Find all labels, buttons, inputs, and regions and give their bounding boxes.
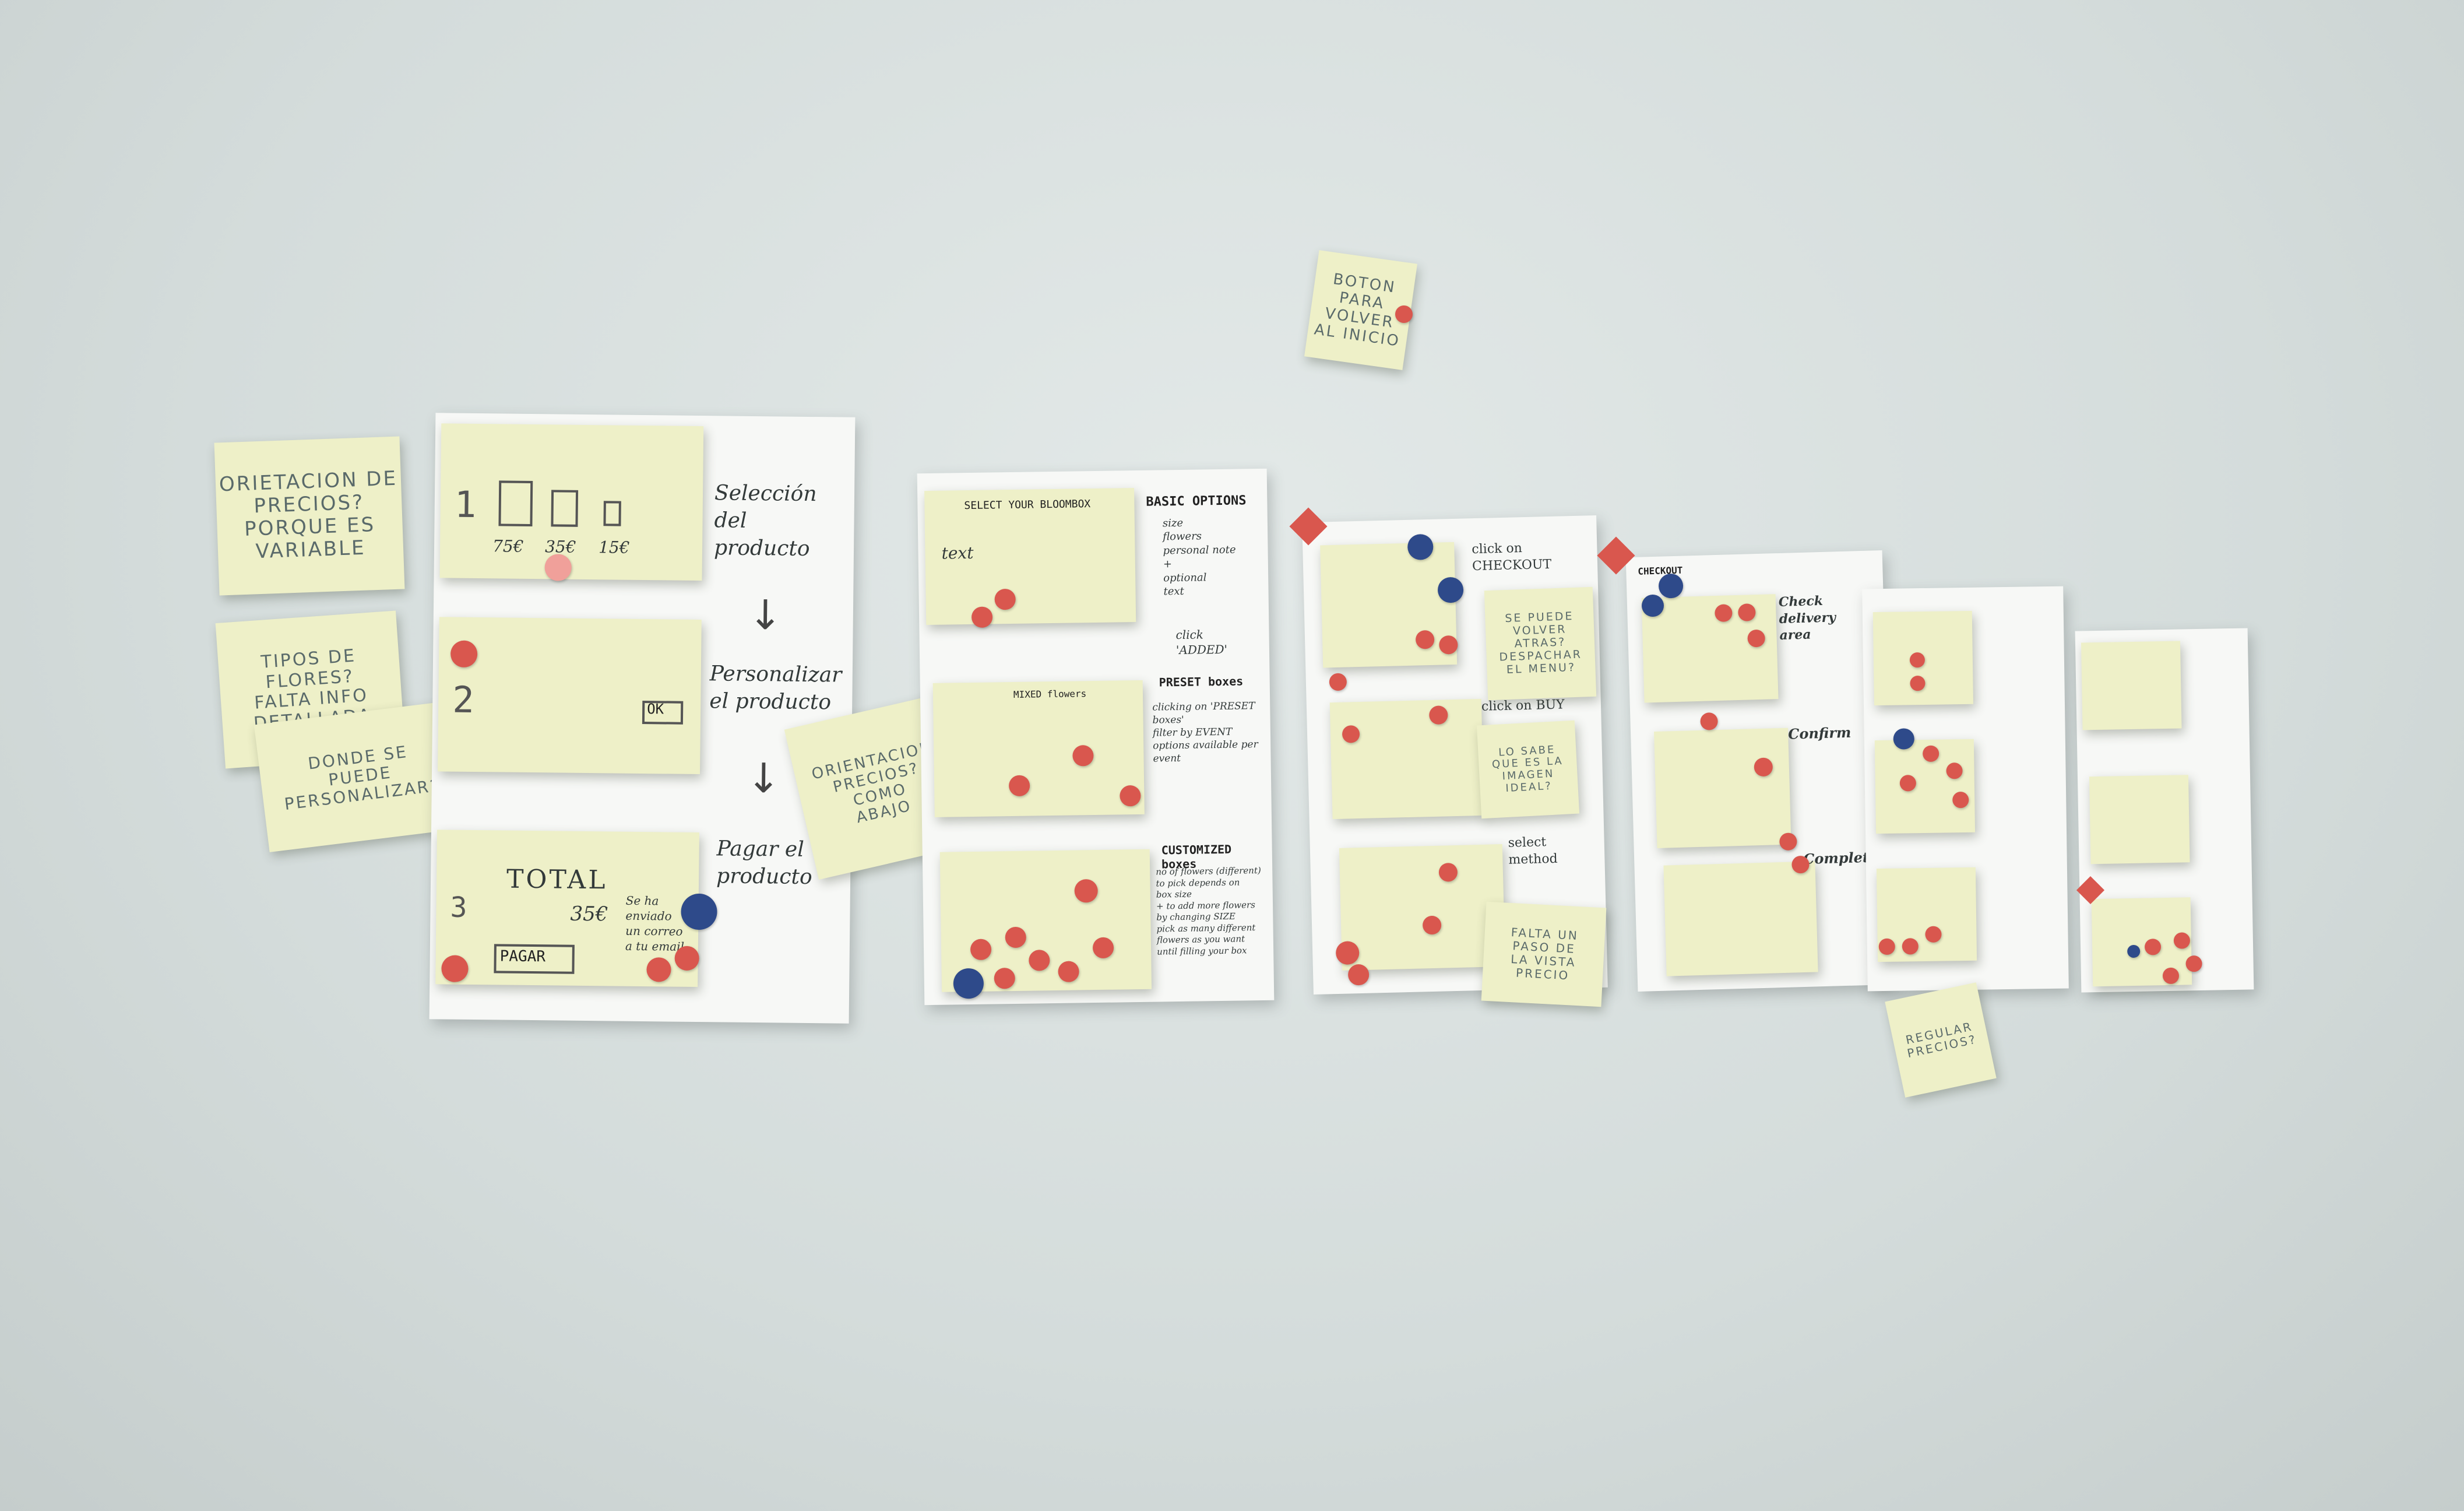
flow-step-3: Pagar el producto [716, 837, 812, 889]
sheet-bloombox: SELECT YOUR BLOOMBOX text BASIC OPTIONS … [917, 468, 1275, 1006]
dot-red [1779, 832, 1797, 851]
dot-red [1700, 712, 1719, 730]
dot-red [450, 640, 478, 668]
step-3: 3 [450, 891, 467, 924]
sketch-method [1339, 844, 1505, 971]
flow-arrow-2: ↓ [746, 754, 782, 803]
envio-note: Se ha enviado un correo a tu email [625, 893, 685, 954]
flow-step-1: Selección del producto [713, 481, 817, 561]
basic-options-list: size flowers personal note + optional te… [1162, 516, 1236, 598]
bloombox-header: SELECT YOUR BLOOMBOX [964, 498, 1091, 512]
total-price: 35€ [570, 902, 608, 926]
dot-blue [953, 968, 984, 999]
flow-arrow-1: ↓ [748, 591, 783, 639]
sketch-complete [1663, 861, 1818, 976]
total-label: TOTAL [506, 864, 608, 895]
select-method: select method [1508, 835, 1558, 867]
flow-step-2: Personalizar el producto [709, 662, 842, 715]
dot-red [674, 946, 699, 971]
dot-blue [1437, 577, 1464, 603]
dot-red [441, 955, 469, 982]
sheet-delivery: CHECKOUT Check delivery area Confirm Com… [1625, 550, 1895, 992]
dot-red [971, 606, 993, 628]
pagar-label: PAGAR [499, 947, 546, 966]
sticky-precios: ORIETACION DE PRECIOS? PORQUE ES VARIABL… [214, 436, 405, 596]
sheet-confirmation [2075, 628, 2254, 993]
sketch-summary [2089, 775, 2190, 865]
size-box-s [603, 501, 621, 526]
dot-red [1329, 673, 1347, 691]
dot-red [2185, 955, 2202, 972]
dot-blue [1658, 573, 1684, 599]
click-added: click 'ADDED' [1175, 627, 1228, 658]
text-label: text [941, 543, 974, 563]
sticky-falta: FALTA UN PASO DE LA VISTA PRECIO [1481, 901, 1607, 1007]
dot-pink [544, 554, 572, 581]
step-2: 2 [452, 678, 475, 721]
dot-red [1347, 964, 1370, 986]
dot-red [1395, 305, 1413, 323]
sticky-lo-sabe: LO SABE QUE ES LA IMAGEN IDEAL? [1476, 720, 1580, 819]
custom-notes: no of flowers (different) to pick depend… [1156, 865, 1261, 957]
sheet-filters [1862, 586, 2069, 992]
dot-blue [681, 893, 717, 930]
ok-label: OK [647, 701, 664, 718]
price-b: 75€ [492, 536, 524, 556]
preset-notes: clicking on 'PRESET boxes' filter by EVE… [1152, 700, 1258, 765]
sticky-despachar: SE PUEDE VOLVER ATRAS? DESPACHAR EL MENU… [1484, 586, 1597, 701]
basic-options-title: BASIC OPTIONS [1146, 493, 1247, 509]
step-1: 1 [454, 483, 477, 526]
sketch-order [2081, 641, 2182, 730]
sketch-flowers [438, 617, 702, 775]
size-box-b [498, 480, 533, 527]
sketch-confirm [1654, 728, 1791, 848]
size-box-m [551, 490, 579, 527]
mixed-flowers-label: MIXED flowers [1013, 688, 1087, 700]
sticky-regular: REGULAR PRECIOS? [1885, 982, 1997, 1098]
sketch-preset [932, 680, 1145, 817]
price-s: 15€ [598, 537, 630, 557]
preset-title: PRESET boxes [1159, 674, 1244, 690]
click-checkout: click on CHECKOUT [1472, 541, 1552, 574]
sketch-preset-product [1329, 698, 1484, 820]
sheet-seleccion: 1 2 3 75€ 35€ 15€ OK TOTAL 35€ PAGAR Se … [429, 413, 856, 1024]
sketch-custom-product [1320, 542, 1458, 668]
confirm-label: Confirm [1787, 723, 1851, 743]
dot-red [646, 957, 671, 982]
